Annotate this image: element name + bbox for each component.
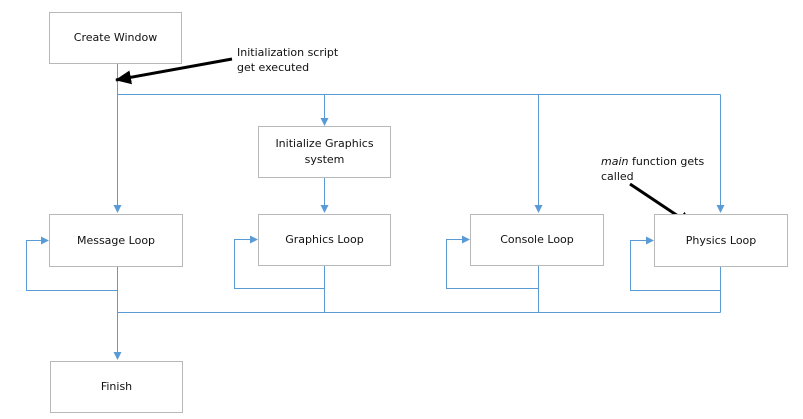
annotation-arrow-init-script [115, 57, 233, 85]
loop-console [446, 235, 539, 289]
init-graphics-box: Initialize Graphics system [258, 126, 391, 178]
loop-message [26, 236, 118, 291]
console-loop-label: Console Loop [500, 233, 574, 246]
init-script-line2: get executed [237, 61, 310, 74]
main-called-line1: main function gets [601, 154, 704, 169]
message-loop-box: Message Loop [49, 214, 183, 267]
physics-loop-label: Physics Loop [685, 233, 757, 247]
main-called-line2: called [601, 170, 634, 183]
init-script-line1: Initialization script [237, 46, 339, 59]
main-called-annotation: main function gets called [601, 154, 704, 184]
loop-graphics [234, 235, 325, 289]
init-script-annotation: Initialization script get executed [237, 45, 338, 75]
loop-physics [630, 236, 721, 291]
graphics-loop-label: Graphics Loop [285, 233, 364, 246]
finish-box: Finish [50, 361, 183, 413]
finish-label: Finish [100, 380, 133, 393]
init-graphics-label-line1: Initialize Graphics [275, 137, 374, 150]
graphics-loop-box: Graphics Loop [258, 214, 391, 266]
main-called-rest: function gets [628, 155, 705, 168]
physics-loop-box: Physics Loop [654, 214, 788, 267]
console-loop-box: Console Loop [470, 214, 604, 266]
message-loop-label: Message Loop [76, 233, 156, 247]
main-function-name: main [601, 155, 629, 168]
create-window-label: Create Window [73, 31, 158, 44]
init-graphics-label-line2: system [304, 153, 345, 166]
create-window-box: Create Window [49, 12, 182, 64]
